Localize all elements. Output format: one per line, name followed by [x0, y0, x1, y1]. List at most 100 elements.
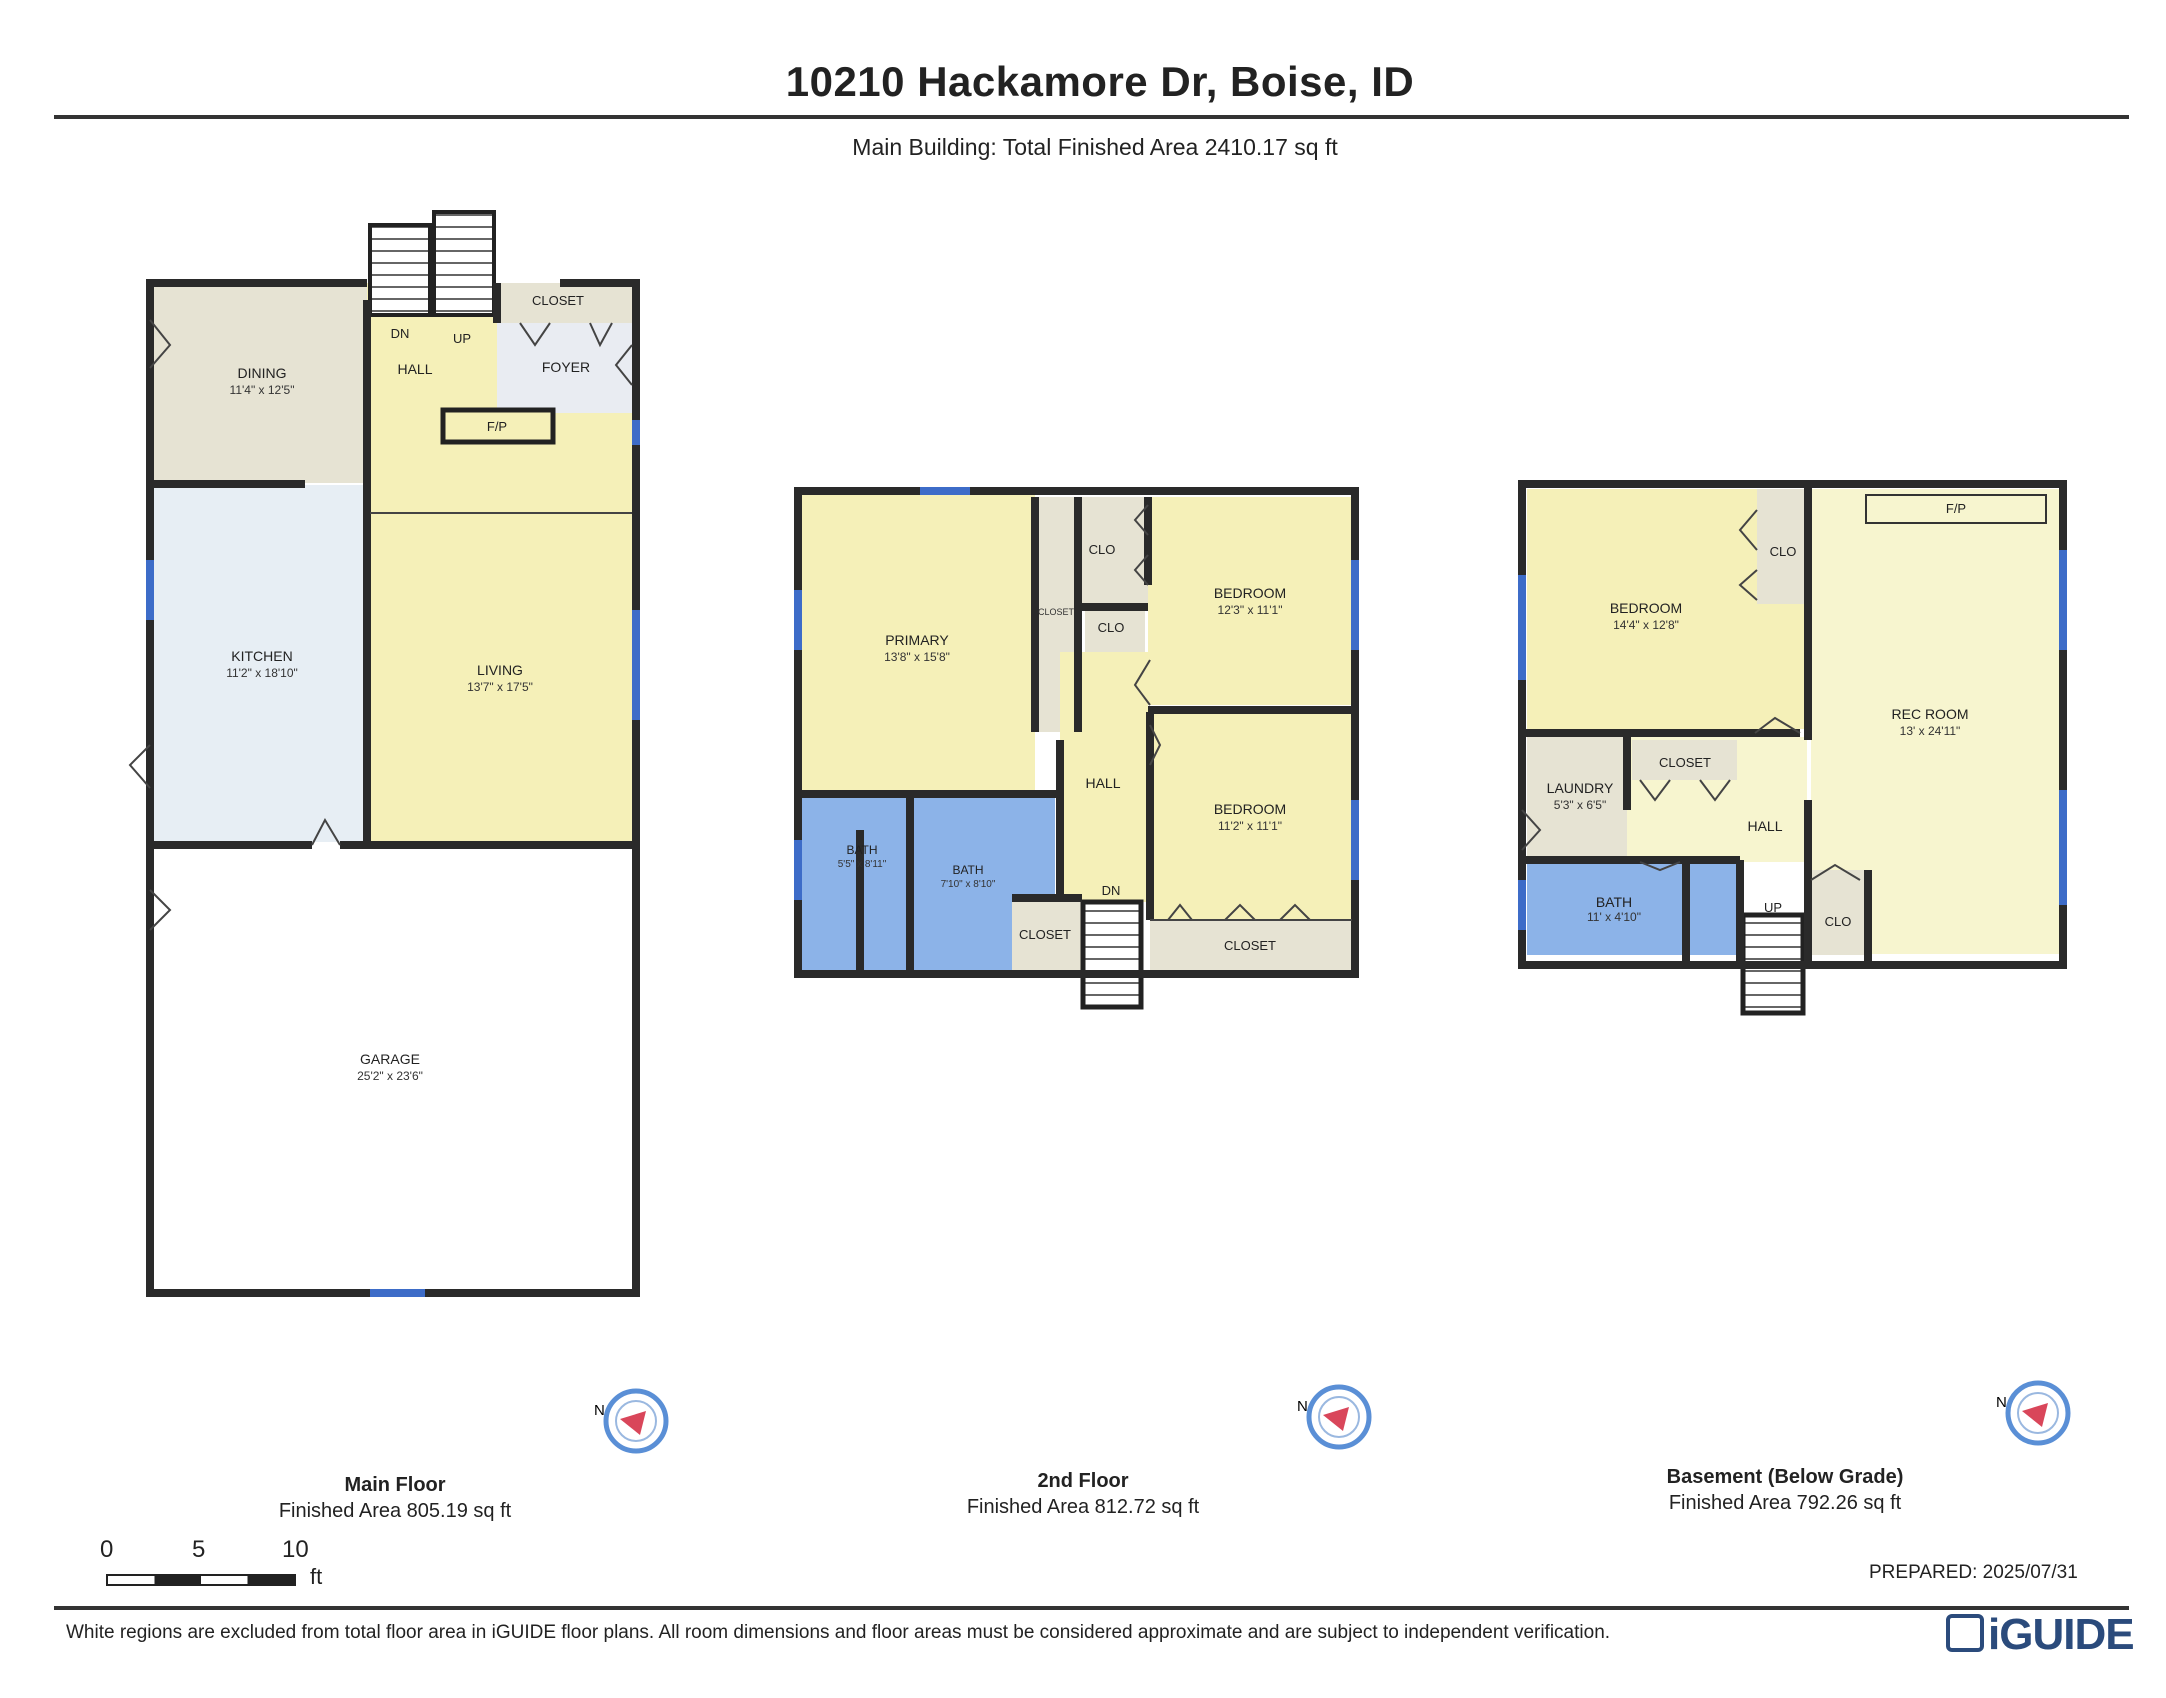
bedroom-2b [1150, 712, 1352, 920]
living-label: LIVING [477, 662, 523, 678]
basement-name: Basement (Below Grade) [1666, 1466, 1904, 1488]
main-floor-area: Finished Area 805.19 sq ft [278, 1500, 512, 1522]
main-closet [497, 283, 632, 323]
kitchen-dim: 11'2" x 18'10" [226, 666, 298, 680]
primary-closet-label: CLOSET [1038, 607, 1075, 617]
basement-bath-side [1690, 862, 1738, 955]
bath-large-label: BATH [952, 863, 983, 877]
clo-lower-label: CLO [1098, 620, 1125, 635]
upper-stairs-dn-label: DN [1102, 883, 1121, 898]
disclaimer-text: White regions are excluded from total fl… [66, 1622, 1611, 1643]
basement-walls [1518, 480, 2067, 969]
second-windows [794, 487, 1359, 900]
laundry [1527, 737, 1627, 857]
kitchen [150, 485, 367, 842]
primary-dim: 13'8" x 15'8" [884, 650, 950, 664]
scale-tick-10: 10 [282, 1536, 309, 1563]
main-hall-label: HALL [397, 361, 432, 377]
primary-bedroom [798, 491, 1035, 791]
bath-large-dim: 7'10" x 8'10" [941, 879, 996, 890]
upper-stairs [1080, 899, 1144, 1010]
dining-label: DINING [238, 365, 287, 381]
basement-clo-label: CLO [1770, 544, 1797, 559]
second-walls [794, 487, 1359, 978]
garage [150, 845, 632, 1290]
bath-small-label: BATH [846, 843, 877, 857]
laundry-label: LAUNDRY [1547, 780, 1614, 796]
iguide-brand-text: iGUIDE [1988, 1610, 2135, 1659]
bedroom-2b-label: BEDROOM [1214, 801, 1286, 817]
living-dim: 13'7" x 17'5" [467, 680, 533, 694]
laundry-dim: 5'3" x 6'5" [1554, 798, 1606, 812]
compass-main: N [594, 1388, 669, 1454]
main-windows [146, 420, 640, 1297]
compass-second: N [1297, 1384, 1372, 1450]
scale-bar [106, 1574, 296, 1586]
second-floor-caption: 2nd Floor Finished Area 812.72 sq ft [933, 1468, 1233, 1520]
basement-clo-lower-label: CLO [1825, 914, 1852, 929]
second-floor-name: 2nd Floor [1037, 1470, 1129, 1492]
main-stairs-down [368, 223, 432, 317]
scale-tick-5: 5 [192, 1536, 206, 1563]
clo-lower [1085, 607, 1145, 652]
kitchen-label: KITCHEN [231, 648, 292, 664]
basement-fireplace [1865, 494, 2047, 524]
basement-fp-label: F/P [1946, 501, 1966, 516]
clo-upper [1080, 497, 1148, 607]
basement-bath-label: BATH [1596, 894, 1632, 910]
basement-clo-lower [1811, 870, 1868, 955]
dining-dim: 11'4" x 12'5" [230, 383, 295, 397]
living-room [370, 513, 632, 842]
main-floor-name: Main Floor [344, 1474, 446, 1496]
basement-hall-label: HALL [1747, 818, 1782, 834]
main-floor-plan: CLOSET DN UP DINING 11'4" x 12'5" HALL F… [128, 210, 640, 1297]
bedroom-2a [1148, 497, 1352, 705]
garage-dim: 25'2" x 23'6" [357, 1069, 423, 1083]
rec-room-label: REC ROOM [1892, 706, 1969, 722]
upper-hall-label: HALL [1085, 775, 1120, 791]
main-fp-label: F/P [487, 419, 507, 434]
basement-closet-label: CLOSET [1659, 755, 1711, 770]
basement-bedroom-label: BEDROOM [1610, 600, 1682, 616]
basement-clo [1757, 489, 1807, 604]
basement-bath-dim: 11' x 4'10" [1587, 910, 1641, 924]
main-hall [367, 283, 497, 513]
dining-room [150, 283, 367, 483]
scale-tick-0: 0 [100, 1536, 114, 1563]
iguide-logo: iGUIDE [1946, 1610, 2135, 1660]
page-title: 10210 Hackamore Dr, Boise, ID [785, 58, 1415, 105]
main-closet-label: CLOSET [532, 293, 584, 308]
second-thin-walls [1133, 504, 1352, 921]
rec-room-dim: 13' x 24'11" [1900, 724, 1961, 738]
foyer-label: FOYER [542, 359, 590, 375]
main-fireplace [440, 407, 556, 445]
main-stairs-dn-label: DN [391, 326, 410, 341]
clo-upper-label: CLO [1089, 542, 1116, 557]
main-stairs-up-label: UP [453, 331, 471, 346]
basement-bedroom-dim: 14'4" x 12'8" [1613, 618, 1679, 632]
basement-area: Finished Area 792.26 sq ft [1668, 1492, 1902, 1514]
main-thin-walls [128, 319, 633, 931]
basement-stairs-up-label: UP [1764, 900, 1782, 915]
bedroom-2b-dim: 11'2" x 11'1" [1218, 819, 1282, 833]
iguide-logo-icon [1946, 1614, 1984, 1653]
compass-main-n: N [594, 1402, 605, 1419]
basement-caption: Basement (Below Grade) Finished Area 792… [1620, 1464, 1950, 1516]
scale-unit: ft [310, 1564, 323, 1589]
second-floor-area: Finished Area 812.72 sq ft [966, 1496, 1200, 1518]
upper-closet-wide [1150, 920, 1352, 974]
upper-closet-wide-label: CLOSET [1224, 938, 1276, 953]
garage-label: GARAGE [360, 1051, 420, 1067]
upper-closet-small-label: CLOSET [1019, 927, 1071, 942]
basement-thin-walls [1521, 509, 1861, 881]
compass-basement-n: N [1996, 1394, 2007, 1411]
second-floor-plan: PRIMARY 13'8" x 15'8" CLOSET CLO BEDROOM… [794, 487, 1359, 1010]
bath-small-dim: 5'5" x 8'11" [838, 859, 887, 870]
basement-plan: BEDROOM 14'4" x 12'8" CLO F/P REC ROOM 1… [1518, 480, 2067, 1016]
total-area-subtitle: Main Building: Total Finished Area 2410.… [852, 134, 1338, 160]
primary-label: PRIMARY [885, 632, 949, 648]
basement-windows [1518, 550, 2067, 930]
compass-basement: N [1996, 1380, 2071, 1446]
bedroom-2a-dim: 12'3" x 11'1" [1218, 603, 1283, 617]
